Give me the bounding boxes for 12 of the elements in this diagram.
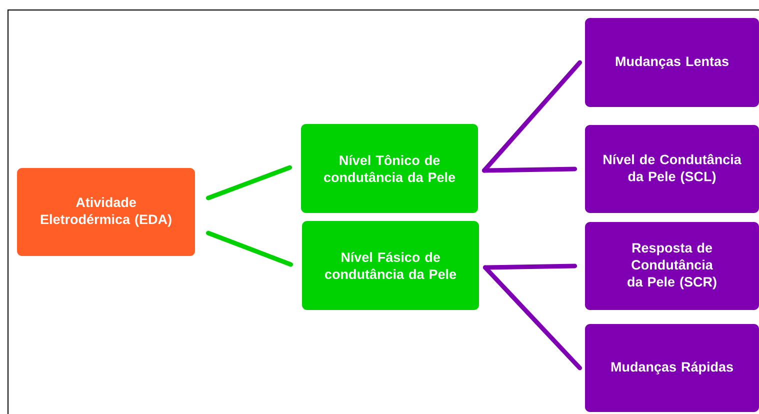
connector-line: [482, 166, 578, 173]
connector-line: [206, 165, 292, 200]
label-box: Nível de Condutância da Pele (SCL): [585, 125, 759, 213]
label-box: Resposta de Condutância da Pele (SCR): [585, 222, 759, 310]
connector-line: [482, 264, 578, 270]
label-box: Atividade Eletrodérmica (EDA): [17, 168, 195, 256]
label-box: Nível Fásico de condutância da Pele: [302, 221, 479, 310]
label-box: Nível Tônico de condutância da Pele: [301, 124, 478, 213]
label-box: Mudanças Lentas: [585, 18, 759, 107]
connector-line: [482, 265, 582, 370]
connector-line: [206, 230, 294, 267]
label-box: Mudanças Rápidas: [585, 324, 759, 412]
